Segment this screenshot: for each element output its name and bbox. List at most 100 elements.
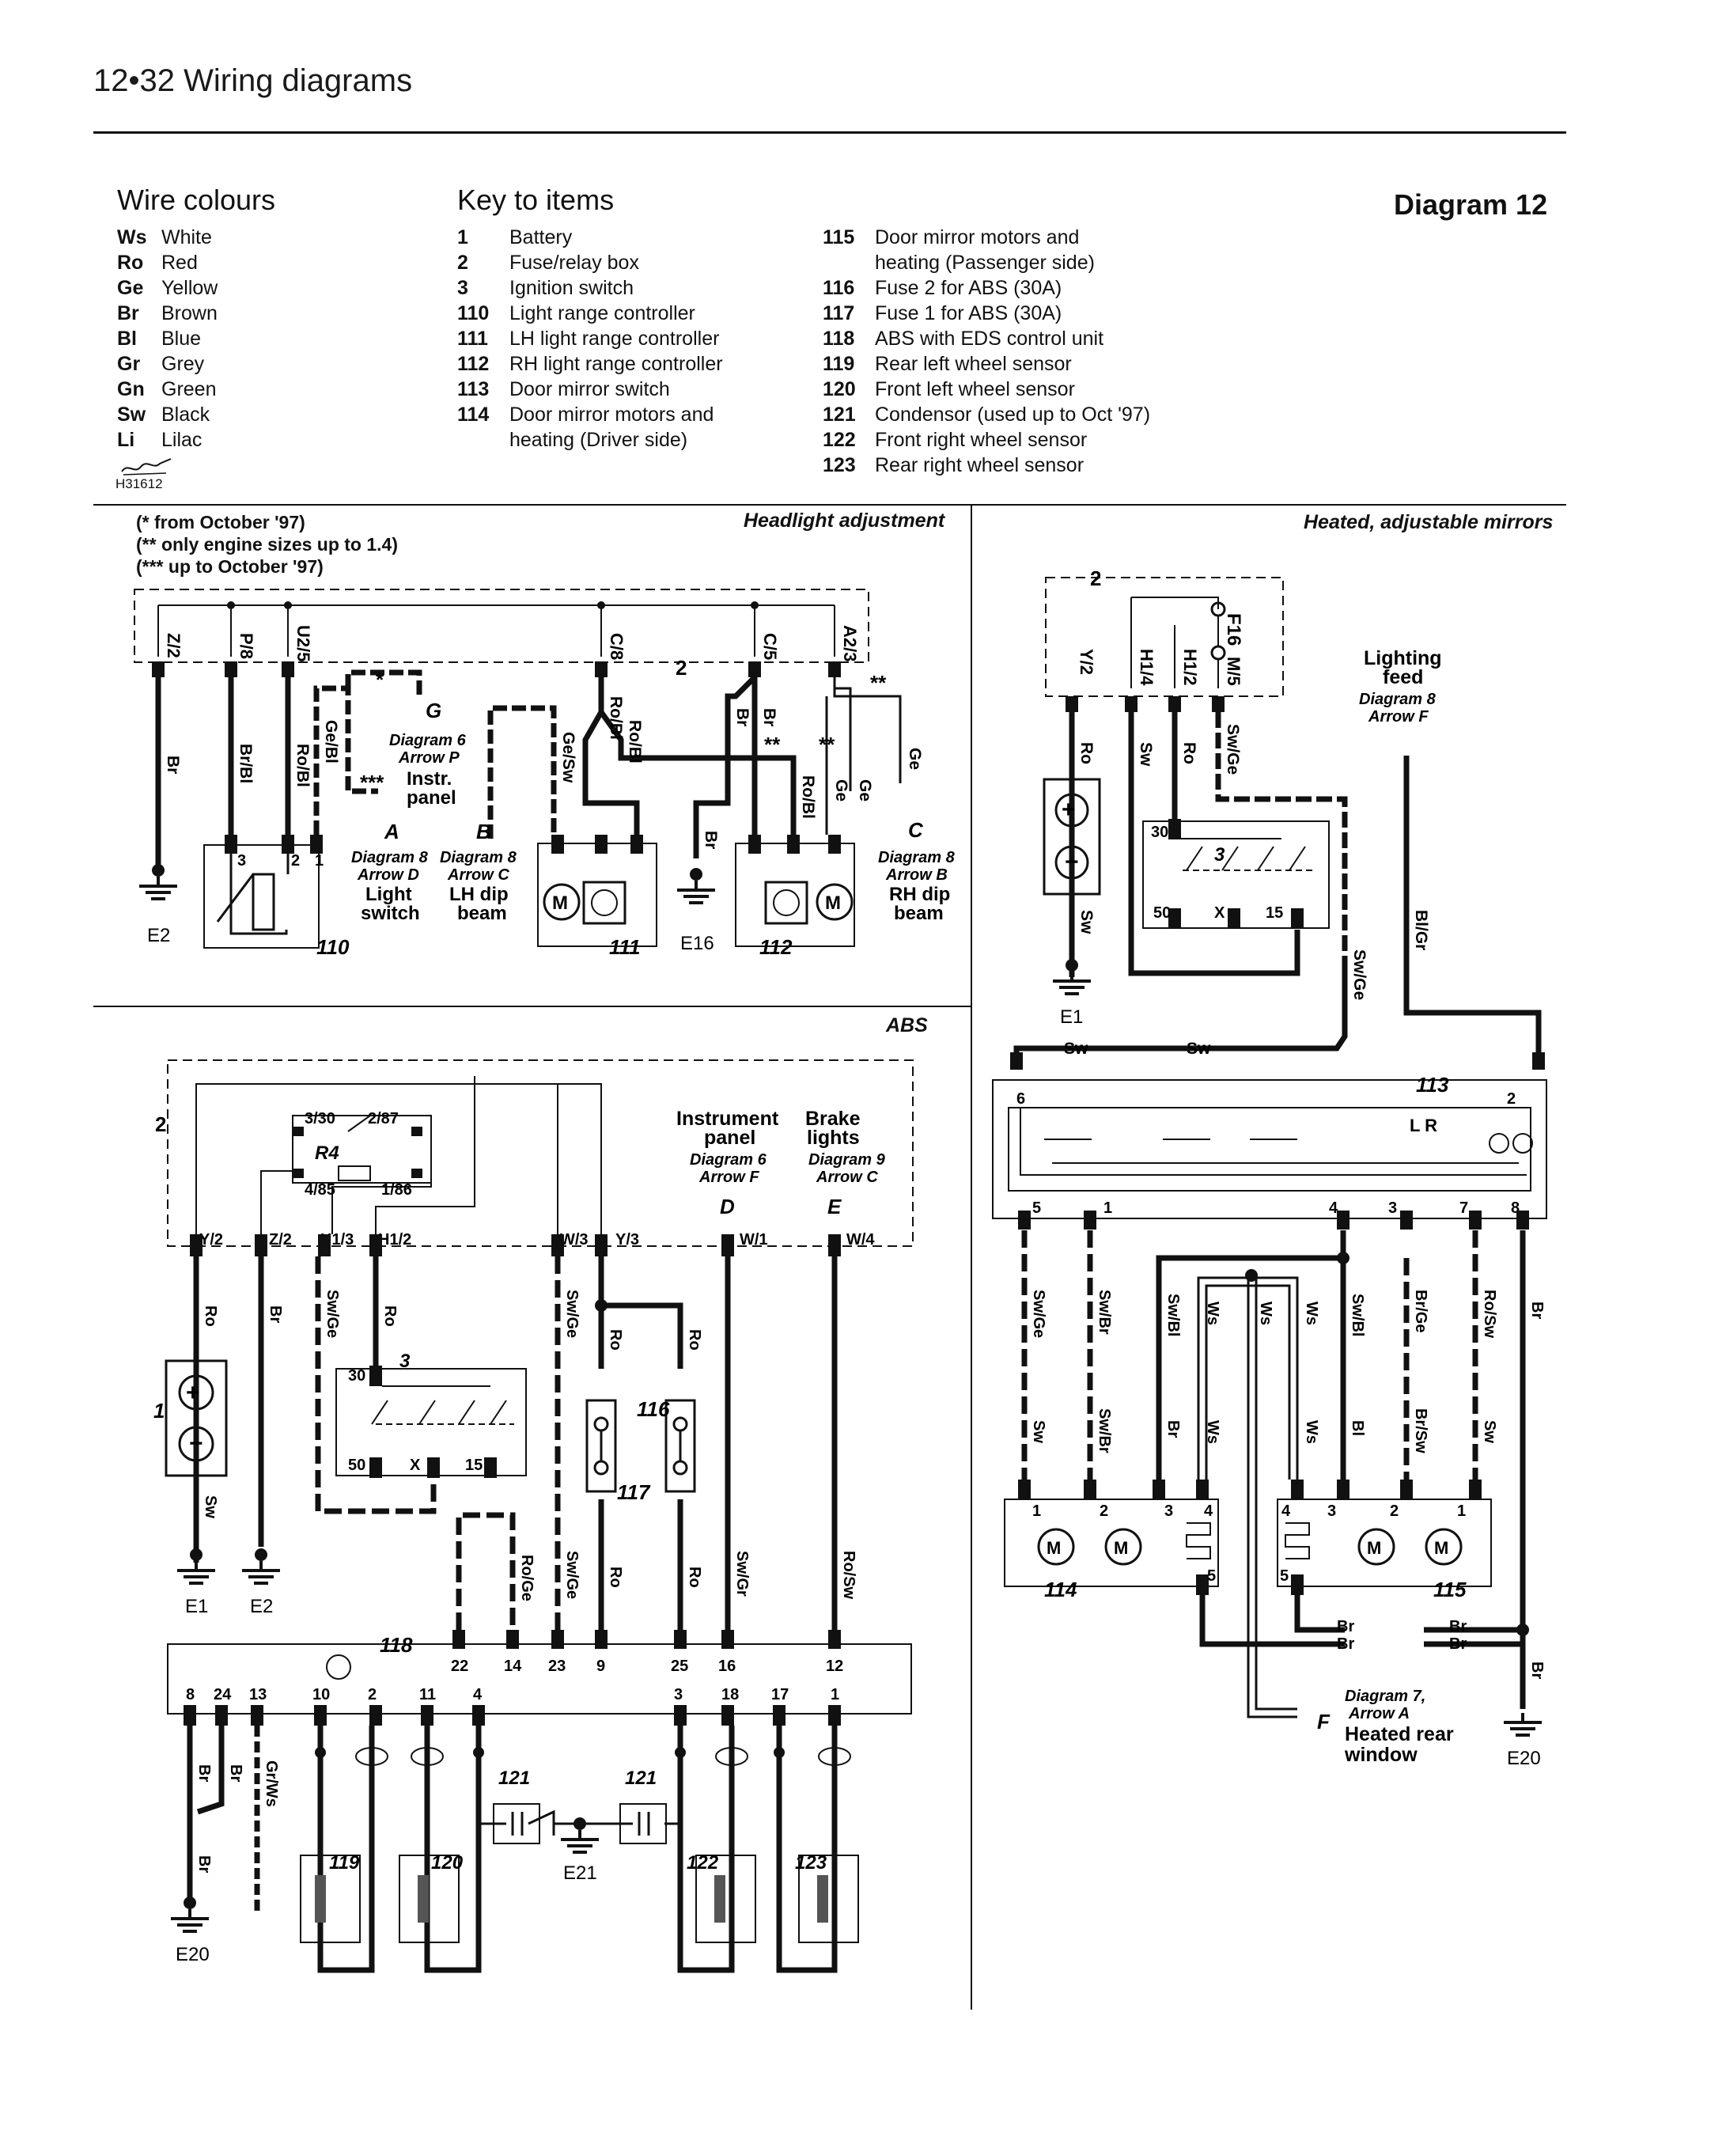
wire-label: Ws bbox=[1257, 1302, 1274, 1325]
component-number-122: 122 bbox=[687, 1852, 719, 1874]
connector bbox=[828, 661, 841, 677]
lamp-icon bbox=[1489, 1133, 1509, 1154]
ground-symbol bbox=[138, 875, 179, 900]
ground-label-e2: E2 bbox=[147, 925, 170, 946]
key-num: 111 bbox=[457, 328, 488, 350]
pin-number: 12 bbox=[826, 1658, 843, 1675]
wire-label: Sw/Bl bbox=[1349, 1294, 1366, 1336]
pin-number: 15 bbox=[1266, 904, 1283, 922]
key-num: 113 bbox=[457, 378, 490, 400]
brake-ref: Diagram 9 bbox=[808, 1151, 886, 1169]
wire-label: Ro bbox=[1077, 742, 1096, 764]
component-number-112: 112 bbox=[759, 935, 793, 959]
variable-arrow bbox=[216, 873, 255, 923]
lighting-feed-label: feed bbox=[1383, 666, 1423, 688]
pin-label: C/8 bbox=[607, 633, 626, 660]
instr-ref: Diagram 6 bbox=[690, 1151, 767, 1169]
ground-label-e16: E16 bbox=[680, 933, 714, 954]
star-marker: ** bbox=[819, 733, 835, 756]
colour-code: Gr bbox=[117, 353, 141, 375]
connector bbox=[748, 661, 761, 677]
pin-label: U2/5 bbox=[293, 625, 313, 661]
wire-label: Ge bbox=[906, 748, 924, 770]
wire-label: Br bbox=[1449, 1635, 1467, 1653]
wheel-sensor-120 bbox=[399, 1855, 460, 1943]
pin-number: X bbox=[410, 1457, 421, 1474]
wire-label: Sw bbox=[1064, 1040, 1088, 1058]
wire-double bbox=[833, 677, 902, 783]
component-number-114: 114 bbox=[1044, 1578, 1077, 1601]
wire-dashed bbox=[456, 1512, 516, 1630]
key-text: heating (Driver side) bbox=[509, 429, 688, 451]
motor-icon bbox=[816, 883, 854, 921]
svg-text:+: + bbox=[1062, 797, 1076, 823]
instrument-panel-label: Instrument bbox=[676, 1108, 779, 1130]
wire bbox=[677, 1726, 735, 1973]
wire-label: Br bbox=[1164, 1420, 1182, 1438]
wire-label: Ro/Sw bbox=[1481, 1290, 1498, 1339]
key-to-items-title: Key to items bbox=[457, 184, 615, 216]
colour-name: Red bbox=[161, 252, 198, 274]
pin-label: W/3 bbox=[560, 1231, 589, 1249]
arrow-letter-b: B bbox=[476, 820, 491, 843]
key-num: 115 bbox=[823, 226, 855, 248]
key-num: 122 bbox=[823, 429, 856, 451]
lhdip-ref: Diagram 8 bbox=[440, 849, 517, 866]
svg-text:−: − bbox=[1065, 849, 1079, 875]
mirror-motors-114 bbox=[1004, 1499, 1219, 1587]
pin-number: 8 bbox=[1511, 1199, 1520, 1217]
wire-label: Br bbox=[195, 1764, 213, 1782]
brake-lights-label: Brake bbox=[805, 1108, 861, 1130]
wire-label: Sw bbox=[1030, 1420, 1047, 1443]
arrow-letter-a: A bbox=[384, 820, 399, 843]
pin-number: 4 bbox=[1329, 1199, 1338, 1217]
key-num: 114 bbox=[457, 404, 490, 426]
wire bbox=[598, 1256, 683, 1369]
wire-label: Ge/Bl bbox=[322, 720, 340, 764]
key-num: 121 bbox=[823, 404, 856, 426]
wire-colours-title: Wire colours bbox=[117, 184, 276, 216]
connector bbox=[152, 661, 165, 677]
pin-label: A2/3 bbox=[840, 625, 860, 661]
wire-label: Sw/Gr bbox=[733, 1551, 751, 1597]
pin-number: 1 bbox=[831, 1686, 839, 1703]
heater-element bbox=[1186, 1522, 1211, 1559]
colour-code: Li bbox=[117, 429, 135, 451]
wire-label: Br bbox=[1337, 1635, 1354, 1653]
relay-pin: 3/30 bbox=[305, 1110, 335, 1127]
pin-number: 2 bbox=[1507, 1090, 1516, 1108]
colour-code: Br bbox=[117, 302, 139, 324]
star-marker: * bbox=[376, 668, 384, 692]
connector bbox=[595, 661, 608, 677]
svg-text:+: + bbox=[186, 1380, 200, 1406]
rhdip-ref: Diagram 8 bbox=[878, 849, 956, 866]
wire-label: Ro bbox=[686, 1567, 703, 1588]
wire-label: Br/Bl bbox=[237, 744, 255, 783]
pin-number: 3 bbox=[1388, 1199, 1397, 1217]
pin-number: 4 bbox=[1204, 1502, 1213, 1520]
wire-label: Br/Sw bbox=[1412, 1408, 1429, 1453]
wire bbox=[317, 1726, 375, 1973]
wire bbox=[1156, 1230, 1346, 1480]
wire bbox=[684, 755, 797, 835]
mirrors-section: 2 F16 Y/2 H1/4 H1/2 M/5 Ro Sw Ro S bbox=[992, 566, 1547, 1769]
key-text: Condensor (used up to Oct '97) bbox=[875, 404, 1151, 426]
relay-pin: 2/87 bbox=[368, 1110, 399, 1127]
wire-label: Sw bbox=[1137, 742, 1155, 767]
rear-window-label: Heated rear bbox=[1345, 1723, 1454, 1745]
wire-label: Ro bbox=[381, 1305, 399, 1327]
pin-label: Z/2 bbox=[164, 633, 184, 658]
wire-label: Br bbox=[227, 1764, 244, 1782]
rhdip-arrow: Arrow B bbox=[885, 866, 948, 884]
lighting-arrow: Arrow F bbox=[1368, 708, 1429, 726]
component-number-120: 120 bbox=[431, 1852, 464, 1874]
wire-dashed bbox=[313, 685, 378, 835]
colour-code: Sw bbox=[117, 404, 146, 426]
key-text: Ignition switch bbox=[509, 277, 634, 299]
relay-pin: 4/85 bbox=[305, 1181, 335, 1199]
wire-label: Br bbox=[1337, 1618, 1354, 1635]
key-num: 110 bbox=[457, 302, 490, 324]
fuse-relay-box-2 bbox=[167, 1059, 914, 1247]
